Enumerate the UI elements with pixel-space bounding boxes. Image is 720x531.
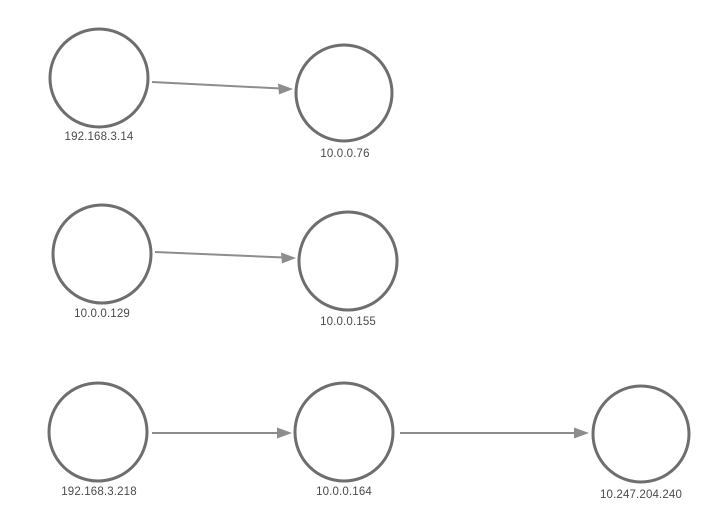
edge-10.0.0.164-to-10.247.204.240[interactable] [400,427,589,439]
node-label: 10.0.0.129 [74,308,130,320]
node-circle-10.0.0.76[interactable] [294,43,394,143]
edge-192.168.3.14-to-10.0.0.76[interactable] [151,81,293,95]
edge-line [151,81,282,90]
node-circle-192.168.3.218[interactable] [47,381,149,483]
node-circle-10.0.0.164[interactable] [293,381,395,483]
node-layer [47,27,691,484]
node-circle-10.0.0.155[interactable] [297,210,399,312]
edge-192.168.3.218-to-10.0.0.164[interactable] [152,427,292,439]
node-label: 192.168.3.14 [64,131,134,143]
arrowhead-icon [277,427,292,439]
arrowhead-icon [278,83,293,95]
node-circle-10.0.0.129[interactable] [51,203,153,305]
node-label: 10.0.0.76 [320,148,370,160]
edge-line [154,251,285,259]
node-label: 10.0.0.155 [320,316,376,328]
arrowhead-icon [574,427,589,439]
node-label: 10.247.204.240 [599,489,683,501]
edge-10.0.0.129-to-10.0.0.155[interactable] [154,251,296,264]
arrowhead-icon [281,252,296,264]
node-label: 192.168.3.218 [61,486,137,498]
node-label: 10.0.0.164 [316,486,372,498]
edge-layer [151,81,589,439]
node-circle-10.247.204.240[interactable] [591,384,691,484]
node-circle-192.168.3.14[interactable] [48,27,150,129]
